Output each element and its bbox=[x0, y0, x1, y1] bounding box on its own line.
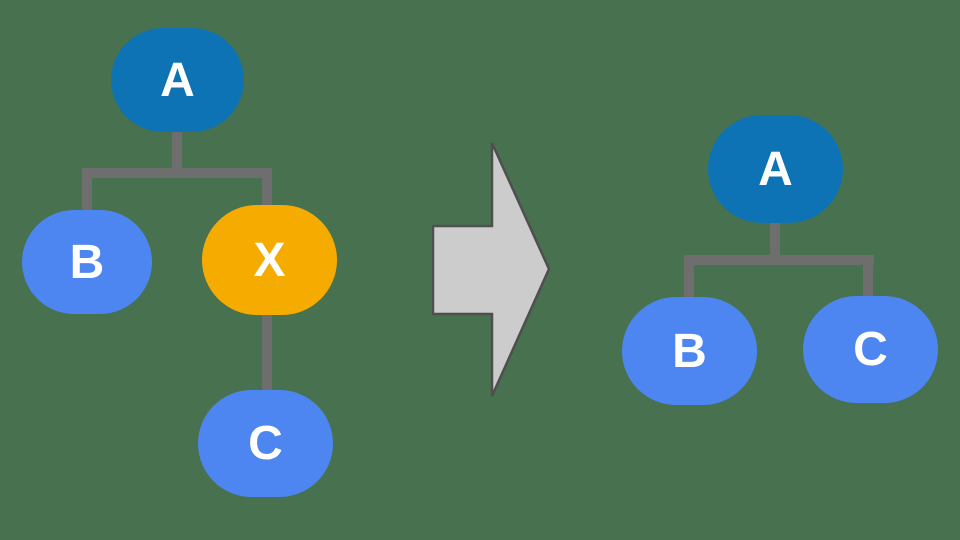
node-label: A bbox=[160, 53, 195, 107]
node-label: B bbox=[69, 235, 105, 289]
node-a-after: A bbox=[708, 115, 843, 223]
node-x-before: X bbox=[202, 205, 337, 315]
node-a-before: A bbox=[111, 28, 244, 132]
node-label: C bbox=[248, 417, 283, 470]
edge-a-children bbox=[770, 220, 780, 265]
edge-a-children bbox=[172, 128, 182, 178]
edge-a-b bbox=[82, 168, 92, 214]
node-label: B bbox=[672, 324, 707, 378]
edge-x-c bbox=[262, 310, 272, 394]
edge-a-c bbox=[863, 255, 873, 300]
node-c-before: C bbox=[198, 390, 333, 497]
edge-a-children-bar bbox=[82, 168, 272, 178]
edge-a-children-bar bbox=[684, 255, 874, 265]
node-label: X bbox=[253, 233, 286, 287]
block-arrow-right-icon bbox=[432, 142, 551, 397]
edge-a-x bbox=[262, 168, 272, 209]
node-c-after: C bbox=[803, 296, 938, 403]
node-b-before: B bbox=[22, 210, 152, 314]
node-b-after: B bbox=[622, 297, 757, 405]
node-label: C bbox=[853, 323, 888, 376]
edge-a-b bbox=[684, 255, 694, 301]
node-label: A bbox=[758, 142, 793, 196]
